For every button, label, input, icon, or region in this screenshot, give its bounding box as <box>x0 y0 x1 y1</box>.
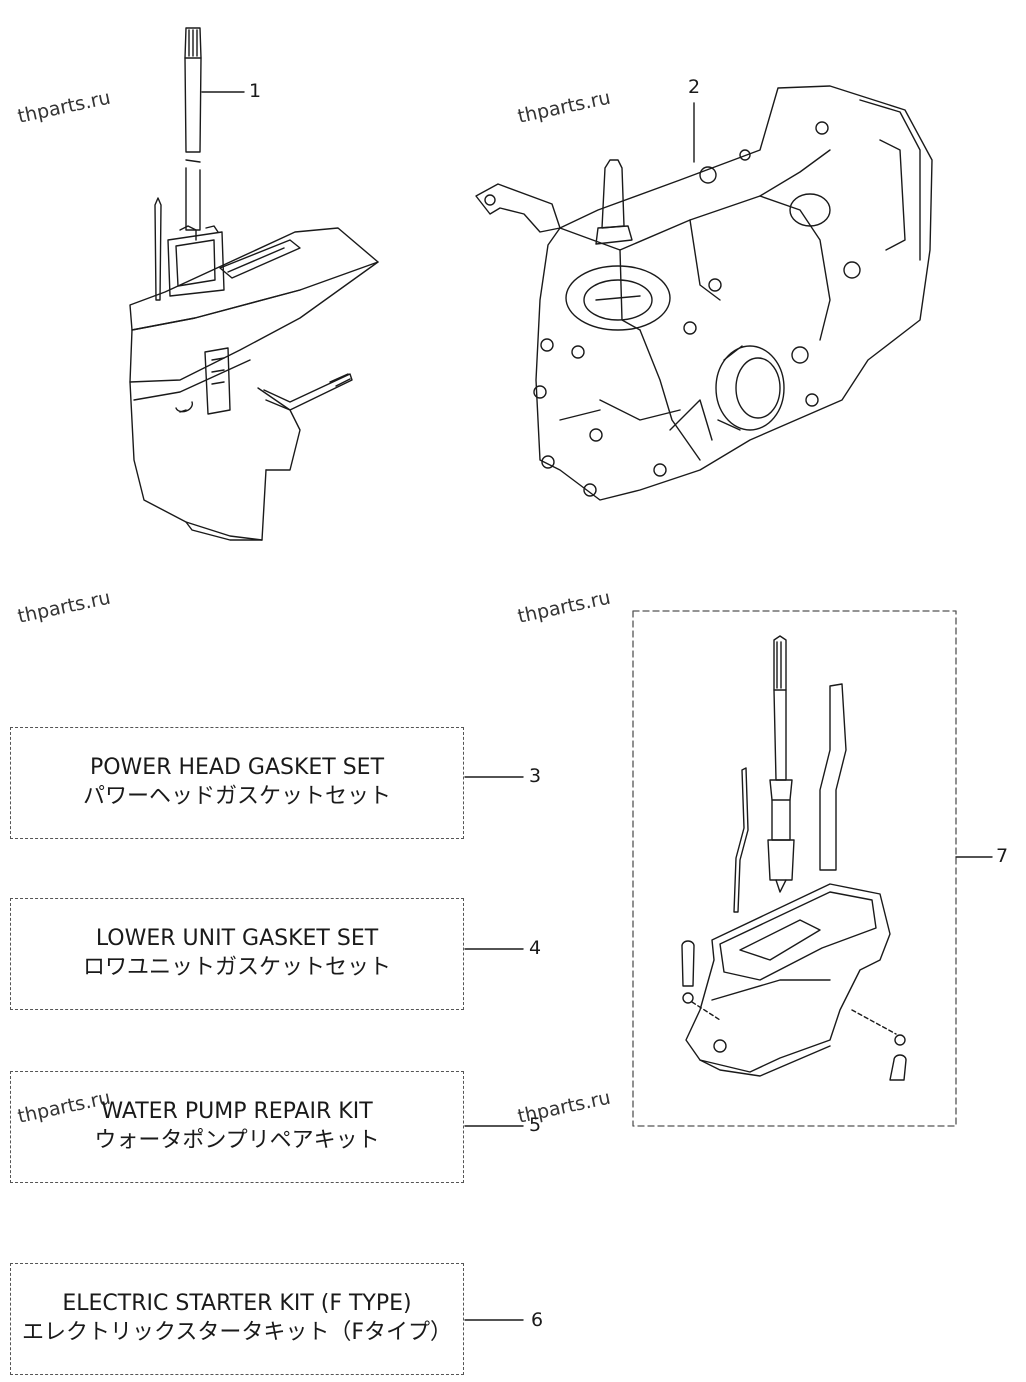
power-head-drawing <box>475 85 933 501</box>
kit-label-en: ELECTRIC STARTER KIT (F TYPE) <box>62 1291 412 1316</box>
upper-casing-drawing <box>632 610 957 1127</box>
kit-label-jp: ウォータポンプリペアキット <box>94 1128 380 1153</box>
kit-label-jp: エレクトリックスタータキット（Fタイプ） <box>22 1320 452 1345</box>
kit-box-water-pump-repair: WATER PUMP REPAIR KIT ウォータポンプリペアキット <box>10 1071 464 1183</box>
callout-3: 3 <box>529 765 542 787</box>
callout-4: 4 <box>529 937 542 959</box>
callout-6: 6 <box>531 1309 544 1331</box>
callout-1: 1 <box>249 80 262 102</box>
kit-box-power-head-gasket: POWER HEAD GASKET SET パワーヘッドガスケットセット <box>10 727 464 839</box>
callout-7: 7 <box>996 845 1009 867</box>
kit-label-jp: パワーヘッドガスケットセット <box>82 784 391 809</box>
callout-2: 2 <box>688 76 701 98</box>
kit-label-jp: ロワユニットガスケットセット <box>82 955 391 980</box>
leader-lines <box>201 91 993 1321</box>
kit-label-en: WATER PUMP REPAIR KIT <box>101 1099 373 1124</box>
kit-label-en: POWER HEAD GASKET SET <box>89 755 385 780</box>
kit-box-electric-starter: ELECTRIC STARTER KIT (F TYPE) エレクトリックスター… <box>10 1263 464 1375</box>
callout-5: 5 <box>529 1114 542 1136</box>
kit-box-lower-unit-gasket: LOWER UNIT GASKET SET ロワユニットガスケットセット <box>10 898 464 1010</box>
lower-unit-drawing <box>129 27 379 541</box>
kit-label-en: LOWER UNIT GASKET SET <box>95 926 379 951</box>
